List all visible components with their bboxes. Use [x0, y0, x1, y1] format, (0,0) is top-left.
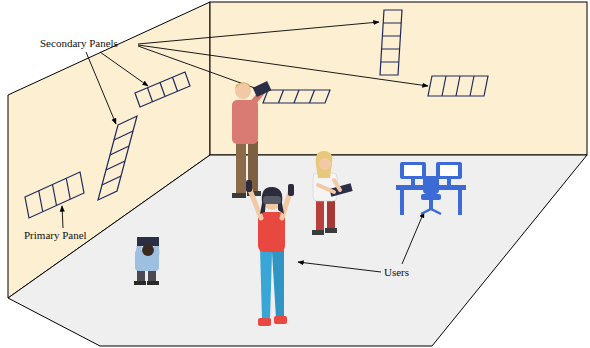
- secondary-panel: [98, 116, 137, 200]
- desk-workstation-part: [400, 162, 426, 179]
- leader-arrow: [62, 22, 428, 272]
- desk-workstation-part: [400, 190, 404, 215]
- secondary-panel-part: [279, 90, 315, 103]
- user-standing-right-part: [312, 230, 324, 235]
- user-standing-right-part: [319, 158, 331, 170]
- user-vr-headset-part: [260, 187, 284, 214]
- desk-workstation-part: [436, 162, 462, 179]
- secondary-panel-part: [442, 76, 474, 96]
- leader-arrow-part: [138, 45, 428, 86]
- secondary-panel-part: [380, 10, 402, 75]
- primary-panel-part: [25, 172, 84, 218]
- user-standing-back: [232, 81, 271, 198]
- user-standing-back-part: [235, 82, 251, 89]
- user-standing-back-part: [232, 100, 258, 144]
- user-standing-left-part: [142, 244, 154, 256]
- desk-workstation-part: [421, 194, 441, 200]
- user-standing-right: [312, 151, 353, 235]
- user-standing-right-part: [325, 228, 337, 233]
- secondary-panel: [380, 10, 402, 75]
- leader-arrow-part: [100, 52, 148, 86]
- secondary-panel-part: [102, 131, 133, 185]
- callout-label: Users: [384, 266, 409, 279]
- room-walls-part: [210, 2, 587, 155]
- user-standing-back-part: [253, 81, 272, 97]
- user-vr-headset-part: [246, 180, 252, 192]
- user-vr-headset-part: [274, 316, 287, 324]
- leader-arrow-part: [138, 22, 379, 44]
- user-standing-left-part: [147, 281, 159, 285]
- user-standing-left: [134, 237, 159, 285]
- desk-workstation: [396, 162, 466, 215]
- user-vr-headset-part: [288, 184, 294, 196]
- desk-workstation-part: [404, 165, 422, 176]
- room-walls-part: [8, 155, 587, 346]
- user-vr-headset-part: [272, 248, 284, 318]
- user-vr-headset-part: [260, 248, 272, 320]
- secondary-panel-part: [98, 116, 137, 200]
- secondary-panel: [428, 76, 488, 96]
- primary-panel-part: [39, 178, 71, 212]
- desk-workstation-part: [421, 209, 441, 214]
- leader-arrow-part: [62, 206, 63, 228]
- callout-label: Primary Panel: [24, 229, 87, 242]
- desk-workstation-part: [423, 176, 439, 194]
- user-vr-headset-part: [263, 196, 281, 204]
- desk-workstation-part: [447, 179, 451, 185]
- leader-arrow-part: [402, 212, 424, 264]
- user-standing-right-part: [316, 151, 333, 178]
- desk-workstation-part: [411, 179, 415, 185]
- secondary-panel-part: [148, 77, 178, 102]
- user-standing-back-part: [236, 141, 246, 195]
- user-standing-back-part: [235, 83, 251, 99]
- callout-label: Secondary Panels: [40, 37, 118, 50]
- secondary-panel-part: [381, 23, 401, 62]
- secondary-panel-part: [263, 90, 330, 103]
- user-standing-left-part: [134, 281, 146, 285]
- leader-arrow-part: [86, 52, 116, 124]
- secondary-panel: [135, 72, 190, 107]
- user-vr-headset: [246, 180, 294, 326]
- secondary-panel: [263, 90, 330, 103]
- user-standing-right-part: [316, 198, 324, 232]
- user-standing-right-part: [318, 180, 340, 192]
- secondary-panel-part: [428, 76, 488, 96]
- room-walls: [8, 2, 587, 346]
- user-standing-right-part: [327, 198, 335, 230]
- leader-arrow-part: [298, 262, 381, 272]
- desk-workstation-part: [458, 190, 462, 215]
- user-standing-back-part: [232, 193, 246, 198]
- user-vr-headset-part: [258, 318, 271, 326]
- desk-workstation-part: [440, 165, 458, 176]
- primary-panel: [25, 172, 84, 218]
- secondary-panel-part: [135, 72, 190, 107]
